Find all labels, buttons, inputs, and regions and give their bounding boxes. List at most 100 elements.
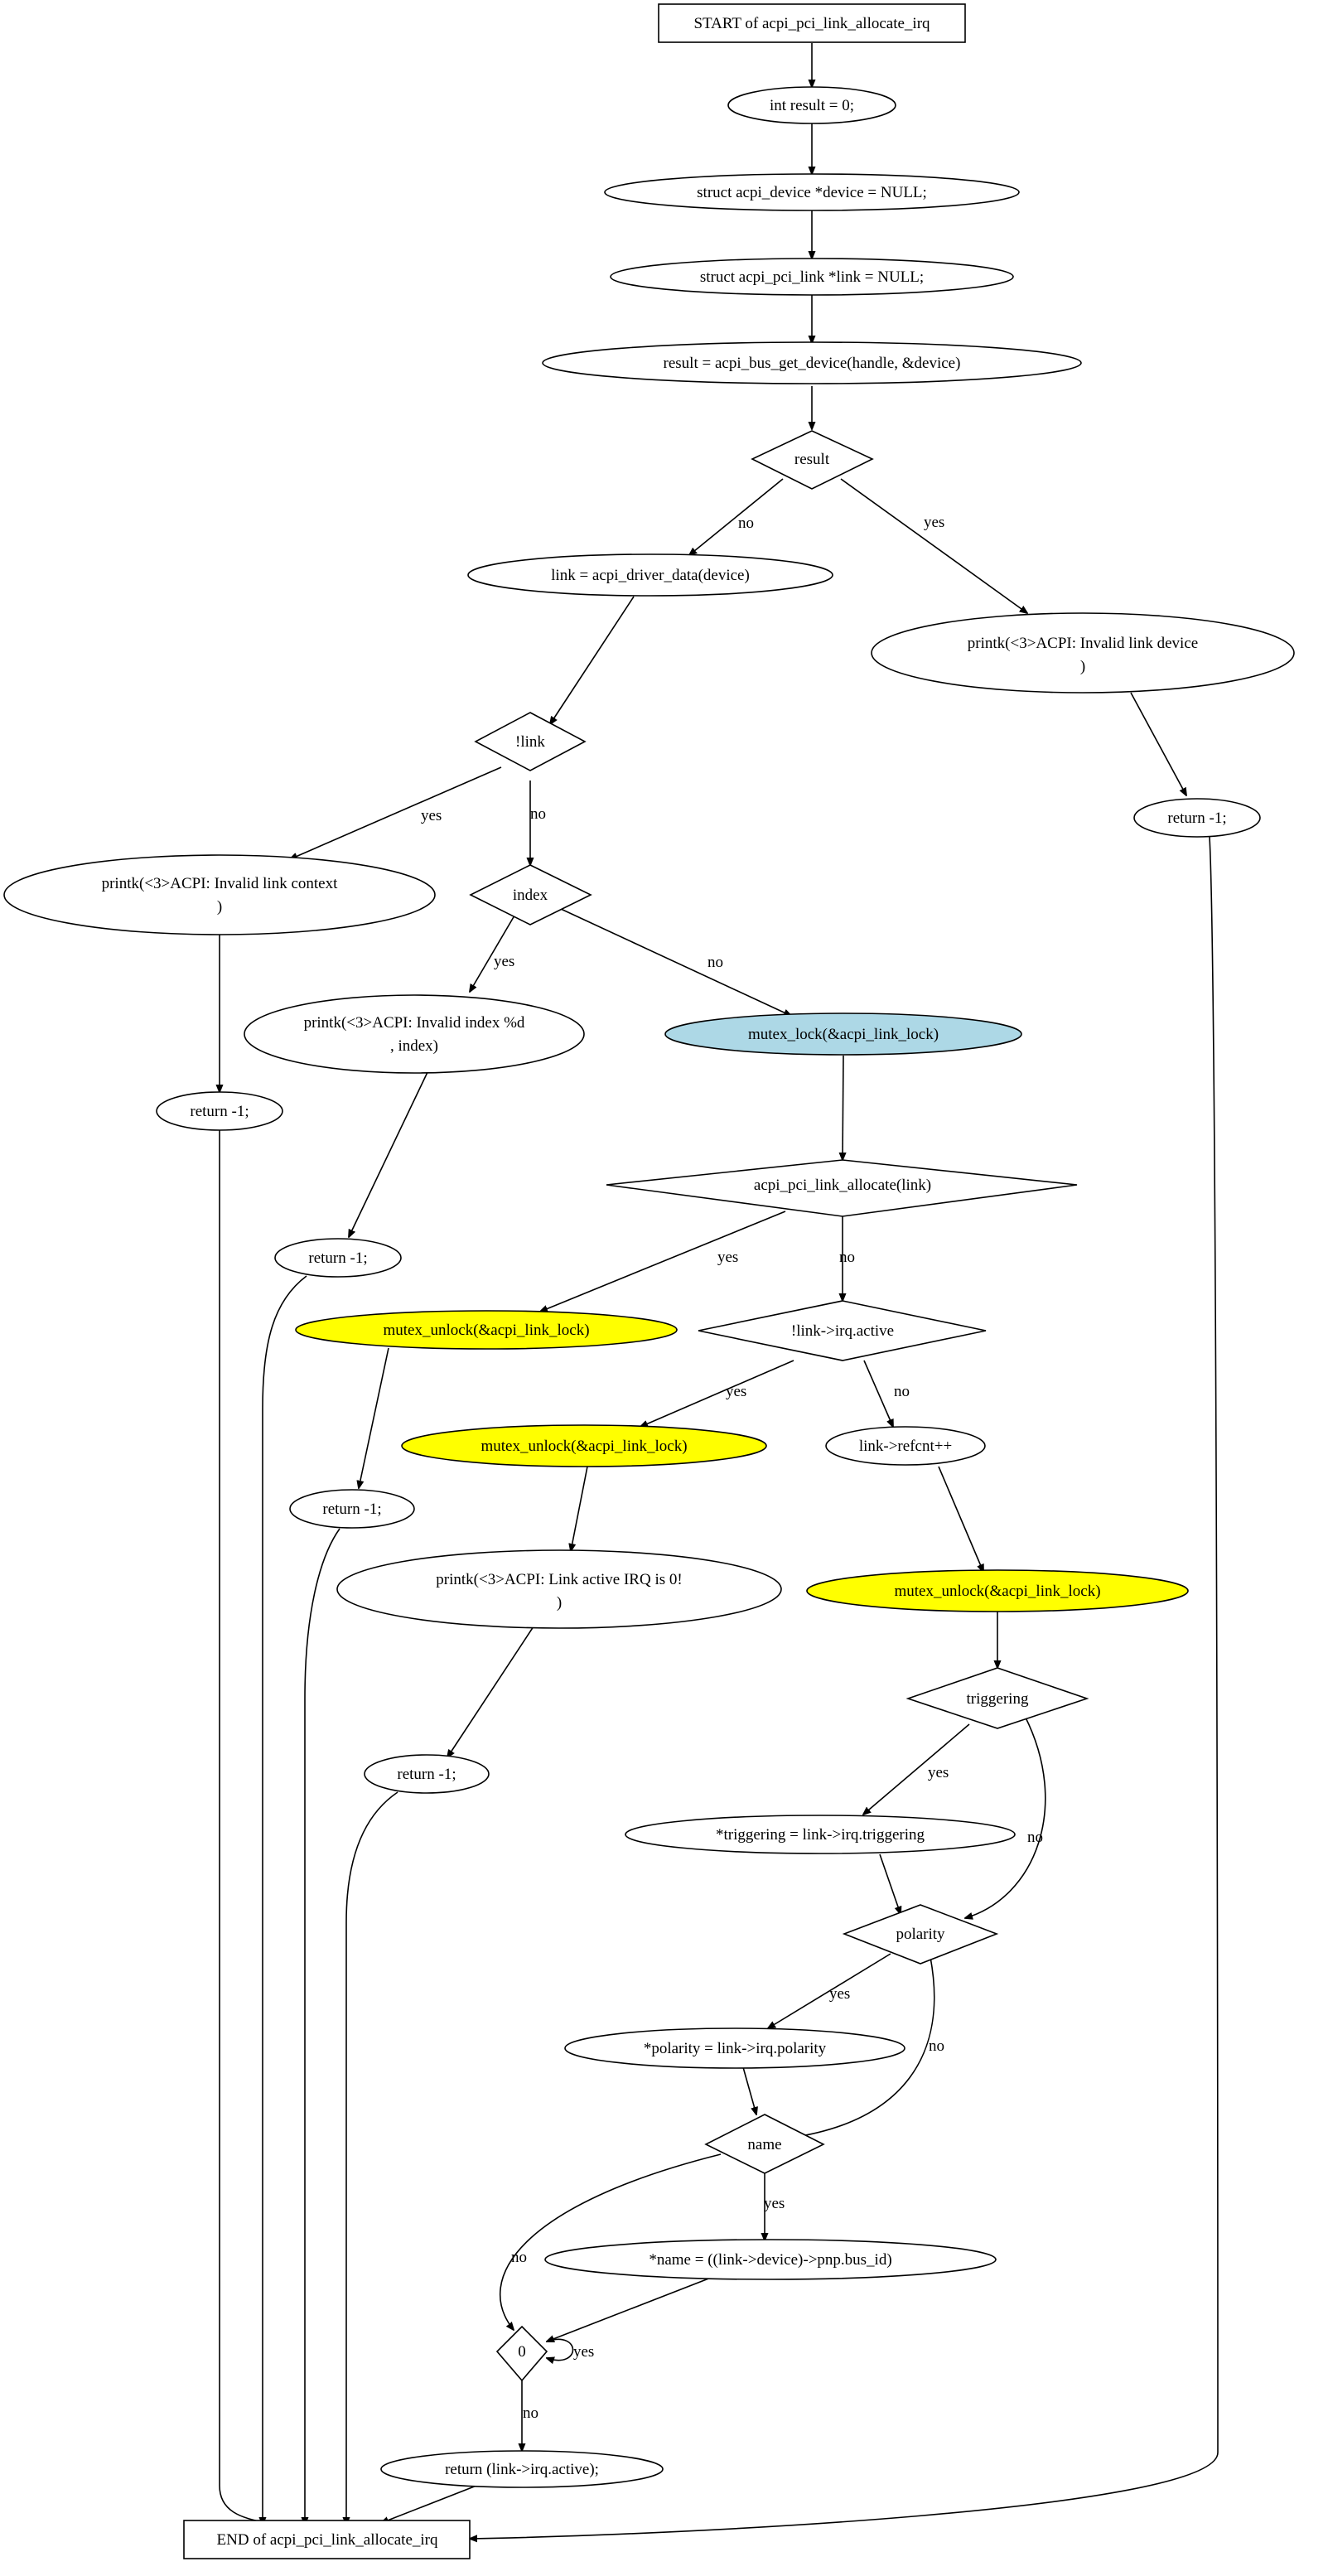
decision-alloc-label: acpi_pci_link_allocate(link) [754,1177,931,1194]
nodes: START of acpi_pci_link_allocate_irq int … [3,3,1295,2559]
node-get-device-label: result = acpi_bus_get_device(handle, &de… [664,355,961,372]
node-mutex-unlock-c-label: mutex_unlock(&acpi_link_lock) [894,1583,1100,1600]
node-invalid-link-device-label: printk(<3>ACPI: Invalid link device [968,635,1198,652]
edge-r1-end [470,836,1219,2539]
node-invalid-index: printk(<3>ACPI: Invalid index %d , index… [244,994,585,1074]
edge-label-dpol-yes: yes [829,1985,850,2003]
node-return-1-c: return -1; [274,1238,402,1278]
edge-label-dpol-no: no [929,2037,944,2055]
node-refcnt: link->refcnt++ [825,1426,986,1466]
edge-label-dname-yes: yes [764,2195,785,2212]
edge-n17-dzero [547,2277,712,2342]
decision-not-link-label: !link [515,733,545,751]
edge-r2-end [219,1129,269,2523]
start-node-label: START of acpi_pci_link_allocate_irq [693,15,930,32]
node-invalid-link-device: printk(<3>ACPI: Invalid link device ) [871,612,1295,694]
decision-index-label: index [513,887,548,904]
edge-n18-end [381,2485,477,2523]
edge-label-dname-no: no [511,2249,527,2266]
node-mutex-unlock-a: mutex_unlock(&acpi_link_lock) [295,1310,678,1350]
edge-n6-r1 [1130,692,1186,795]
decision-zero-label: 0 [518,2343,526,2361]
edge-r4-end [305,1528,340,2525]
node-mutex-unlock-a-label: mutex_unlock(&acpi_link_lock) [383,1322,589,1339]
decision-irq-active: !link->irq.active [698,1300,987,1361]
end-node-label: END of acpi_pci_link_allocate_irq [217,2531,438,2549]
edge-label-dalloc-yes: yes [717,1249,738,1266]
edge-label-dalloc-no: no [839,1249,855,1266]
edge-n12-n14 [938,1466,983,1572]
node-driver-data-label: link = acpi_driver_data(device) [551,567,750,584]
edge-label-dactive-no: no [894,1383,910,1400]
edge-dactive-n12 [863,1360,893,1427]
start-node: START of acpi_pci_link_allocate_irq [658,3,966,43]
edge-dpol-n16 [768,1953,891,2028]
end-node: END of acpi_pci_link_allocate_irq [183,2520,471,2559]
node-mutex-lock-label: mutex_lock(&acpi_link_lock) [748,1026,939,1043]
node-driver-data: link = acpi_driver_data(device) [467,553,833,597]
node-set-triggering-label: *triggering = link->irq.triggering [716,1826,925,1844]
edge-labels: no yes yes no yes no yes no yes no yes n… [421,514,1043,2422]
edge-dindex-n8 [470,915,515,992]
edge-label-dresult-yes: yes [924,514,944,531]
node-return-1-e-label: return -1; [397,1766,456,1783]
edge-label-dindex-yes: yes [494,953,514,970]
node-set-name-label: *name = ((link->device)->pnp.bus_id) [649,2251,891,2269]
node-set-polarity-label: *polarity = link->irq.polarity [644,2040,827,2057]
node-link-active-zero-label-2: ) [557,1594,562,1612]
decision-zero: 0 [495,2325,548,2382]
decision-result: result [751,430,874,490]
edge-n5-dlink [550,596,635,724]
edges [219,43,1219,2539]
edge-dtrig-dpol [965,1715,1046,1918]
edge-label-dtrig-yes: yes [928,1764,949,1781]
node-int-result: int result = 0; [727,86,896,124]
node-set-name: *name = ((link->device)->pnp.bus_id) [544,2239,997,2280]
edge-dname-dzero [500,2153,722,2330]
node-link-decl: struct acpi_pci_link *link = NULL; [610,258,1014,296]
decision-triggering-label: triggering [967,1690,1029,1708]
edge-label-dresult-no: no [738,515,754,532]
node-return-1-b: return -1; [156,1091,283,1131]
edge-n8-r3 [349,1070,429,1237]
decision-not-link: !link [474,712,587,771]
node-get-device: result = acpi_bus_get_device(handle, &de… [542,341,1082,384]
edge-dactive-n11 [640,1360,794,1427]
decision-irq-active-label: !link->irq.active [791,1322,894,1340]
decision-alloc: acpi_pci_link_allocate(link) [606,1159,1078,1217]
node-link-active-zero: printk(<3>ACPI: Link active IRQ is 0! ) [336,1549,782,1629]
edge-dlink-n7 [290,766,502,859]
edge-r3-end [263,1275,307,2525]
edge-label-dzero-yes: yes [573,2343,594,2361]
node-return-1-e: return -1; [364,1754,490,1794]
node-mutex-unlock-b-label: mutex_unlock(&acpi_link_lock) [480,1438,687,1455]
node-return-1-d-label: return -1; [322,1501,381,1518]
node-link-decl-label: struct acpi_pci_link *link = NULL; [700,268,924,286]
decision-name: name [704,2114,825,2174]
node-mutex-lock: mutex_lock(&acpi_link_lock) [664,1013,1022,1056]
node-invalid-link-context-label-2: ) [217,898,222,916]
edge-label-dactive-yes: yes [726,1383,746,1400]
edge-label-dindex-no: no [707,954,723,971]
edge-dzero-self [547,2338,574,2360]
node-int-result-label: int result = 0; [770,97,854,114]
node-invalid-link-context-label: printk(<3>ACPI: Invalid link context [102,875,338,892]
node-set-polarity: *polarity = link->irq.polarity [564,2027,905,2069]
edge-dtrig-n15 [863,1723,970,1815]
node-refcnt-label: link->refcnt++ [859,1438,952,1455]
node-invalid-index-label-2: , index) [390,1037,438,1055]
edge-label-dlink-no: no [530,805,546,823]
edge-n11-n13 [571,1466,588,1551]
edge-dresult-n5 [689,478,784,555]
node-return-1-b-label: return -1; [190,1103,249,1120]
node-device-decl-label: struct acpi_device *device = NULL; [697,184,927,201]
node-mutex-unlock-c: mutex_unlock(&acpi_link_lock) [806,1569,1189,1612]
node-invalid-link-device-label-2: ) [1080,658,1085,675]
decision-name-label: name [747,2136,781,2153]
edge-n13-r5 [447,1626,534,1757]
node-return-active: return (link->irq.active); [380,2450,664,2488]
node-return-1-c-label: return -1; [308,1249,367,1267]
node-invalid-index-label: printk(<3>ACPI: Invalid index %d [304,1014,525,1032]
node-link-active-zero-label: printk(<3>ACPI: Link active IRQ is 0! [436,1571,682,1588]
